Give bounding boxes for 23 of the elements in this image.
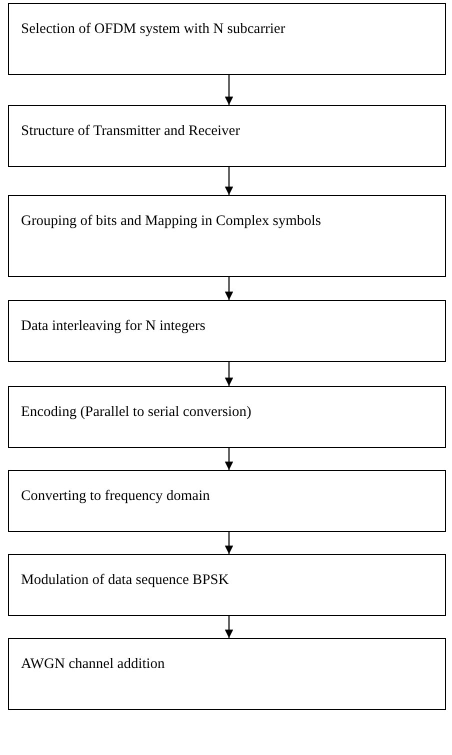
process-box: [8, 300, 446, 362]
process-box: [8, 470, 446, 532]
arrow: [224, 277, 234, 300]
process-box: [8, 554, 446, 616]
step-text: Structure of Transmitter and Receiver: [21, 122, 242, 141]
step-text: Converting to frequency domain: [21, 487, 211, 506]
arrow: [224, 75, 234, 105]
step-text: Data interleaving for N integers: [21, 317, 206, 336]
process-box: [8, 386, 446, 448]
arrow: [224, 167, 234, 195]
process-box: [8, 195, 446, 277]
process-box: [8, 105, 446, 167]
arrow: [224, 448, 234, 470]
step-text: Modulation of data sequence BPSK: [21, 571, 230, 590]
step-text: Grouping of bits and Mapping in Complex symbols: [21, 212, 322, 231]
process-box: [8, 638, 446, 710]
arrow: [224, 532, 234, 554]
step-text: Selection of OFDM system with N subcarrier: [21, 20, 286, 39]
step-text: AWGN channel addition: [21, 655, 166, 674]
process-box: [8, 3, 446, 75]
arrow: [224, 362, 234, 386]
arrow: [224, 616, 234, 638]
step-text: Encoding (Parallel to serial conversion): [21, 403, 252, 422]
